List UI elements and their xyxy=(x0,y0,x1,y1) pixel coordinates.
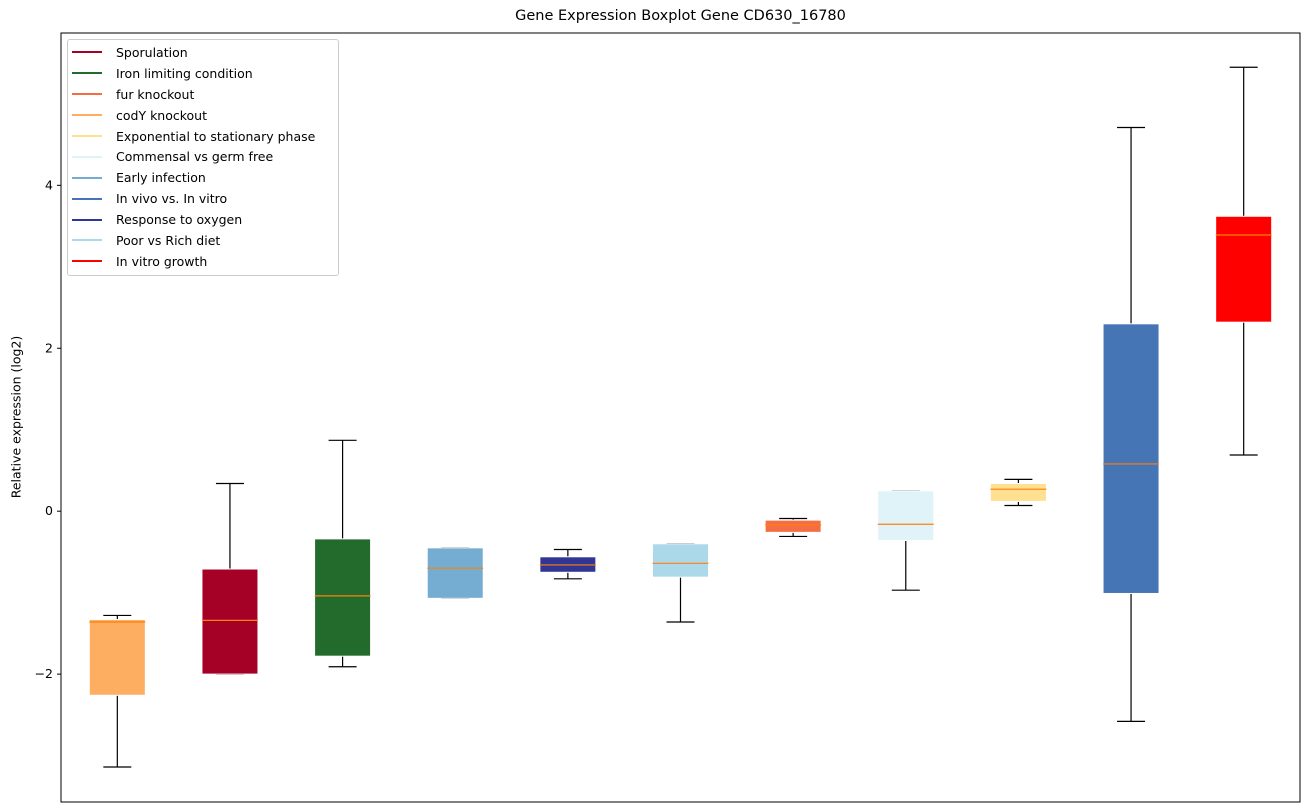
legend-item: Iron limiting condition xyxy=(68,63,338,84)
legend-label: Iron limiting condition xyxy=(116,65,253,81)
legend-item: Early infection xyxy=(68,167,338,188)
legend-label: Exponential to stationary phase xyxy=(116,128,316,144)
legend-item: Commensal vs germ free xyxy=(68,146,338,167)
box-fur-knockout xyxy=(764,519,822,533)
legend-label: Response to oxygen xyxy=(116,212,243,228)
y-tick-label: −2 xyxy=(35,666,53,681)
legend-swatch xyxy=(72,260,102,263)
legend-item: codY knockout xyxy=(68,105,338,126)
box-exponential-to-stationary-phase xyxy=(989,482,1047,502)
chart-title: Gene Expression Boxplot Gene CD630_16780 xyxy=(515,8,846,24)
box-commensal-vs-germ-free xyxy=(877,490,935,542)
legend-item: fur knockout xyxy=(68,84,338,105)
legend-label: In vivo vs. In vitro xyxy=(116,191,228,207)
legend-label: Poor vs Rich diet xyxy=(116,232,221,248)
legend-swatch xyxy=(72,218,102,221)
legend-item: Sporulation xyxy=(68,42,338,63)
legend-item: In vitro growth xyxy=(68,251,338,272)
legend-label: Early infection xyxy=(116,170,206,186)
legend-label: codY knockout xyxy=(116,107,208,123)
box-in-vivo-vs-in-vitro xyxy=(1102,323,1160,594)
legend-item: Exponential to stationary phase xyxy=(68,126,338,147)
box-cody-knockout xyxy=(88,619,146,696)
legend-label: Commensal vs germ free xyxy=(116,149,274,165)
legend-swatch xyxy=(72,114,102,117)
box-iron-limiting-condition xyxy=(314,538,372,657)
y-tick-label: 4 xyxy=(45,177,53,192)
legend-swatch xyxy=(72,176,102,179)
legend-item: Response to oxygen xyxy=(68,209,338,230)
y-tick-label: 0 xyxy=(45,503,53,518)
legend-label: fur knockout xyxy=(116,86,195,102)
y-tick-label: 2 xyxy=(45,340,53,355)
legend-swatch xyxy=(72,93,102,96)
legend-label: Sporulation xyxy=(116,44,188,60)
legend-item: Poor vs Rich diet xyxy=(68,230,338,251)
legend-swatch xyxy=(72,135,102,137)
box-in-vitro-growth xyxy=(1215,215,1273,323)
legend-swatch xyxy=(72,51,102,54)
legend-item: In vivo vs. In vitro xyxy=(68,188,338,209)
box-early-infection xyxy=(426,547,484,599)
legend-swatch xyxy=(72,72,102,75)
box-poor-vs-rich-diet xyxy=(652,543,709,578)
legend-label: In vitro growth xyxy=(116,253,208,269)
legend-swatch xyxy=(72,197,102,200)
legend-swatch xyxy=(72,239,102,242)
legend-swatch xyxy=(72,155,102,158)
box-sporulation xyxy=(201,568,259,675)
axes-frame xyxy=(60,32,1301,803)
